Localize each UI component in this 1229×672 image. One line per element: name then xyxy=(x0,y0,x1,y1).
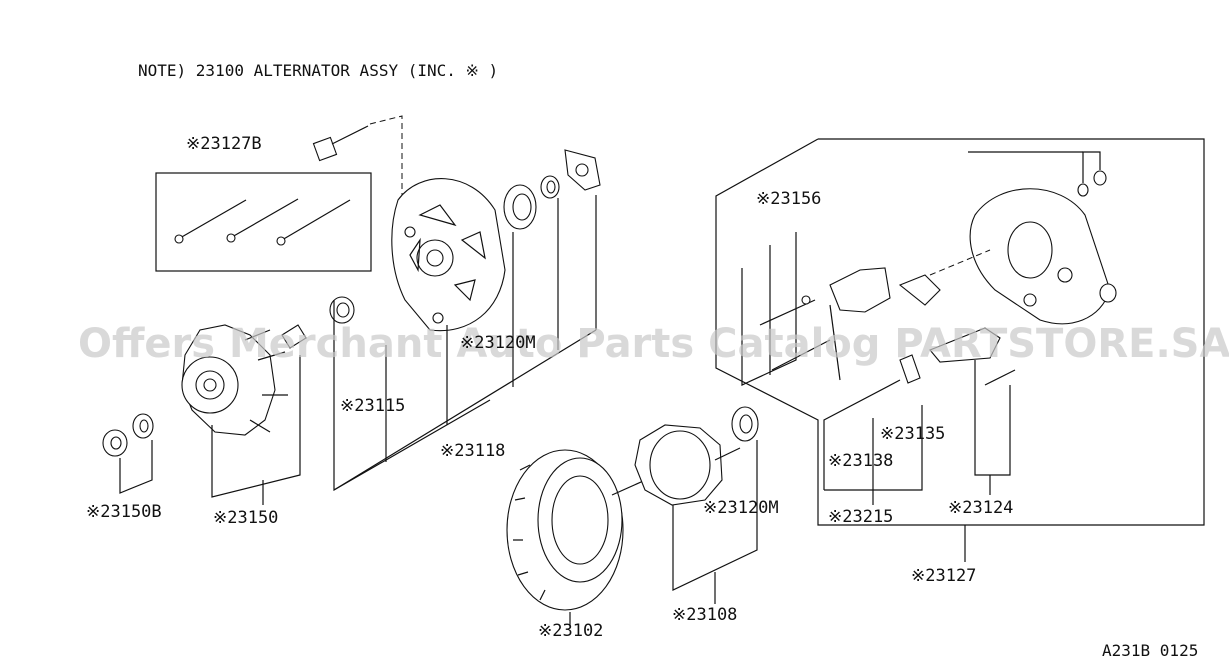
spacer-ring xyxy=(540,175,560,199)
leader-23215b xyxy=(824,405,923,491)
leader-23150 xyxy=(211,355,301,498)
front-housing xyxy=(391,178,506,332)
brush-holder xyxy=(759,267,941,381)
leader-23118 xyxy=(333,195,597,492)
assembly-note: NOTE) 23100 ALTERNATOR ASSY (INC. ※ ) xyxy=(138,61,498,80)
brush-spring xyxy=(899,354,921,384)
label-23120m-top[interactable]: ※23120M xyxy=(460,333,536,353)
rotor xyxy=(611,424,741,506)
label-23156[interactable]: ※23156 xyxy=(756,189,821,209)
label-23102[interactable]: ※23102 xyxy=(538,621,603,641)
label-23135[interactable]: ※23135 xyxy=(880,424,945,444)
rear-dash-lead xyxy=(929,249,991,276)
top-bolt xyxy=(312,115,403,195)
rear-cap xyxy=(1099,283,1117,303)
through-bolts xyxy=(174,198,351,246)
stator xyxy=(506,449,624,611)
pulley-fan xyxy=(181,324,288,436)
collar xyxy=(329,296,355,324)
label-23127[interactable]: ※23127 xyxy=(911,566,976,586)
label-23108[interactable]: ※23108 xyxy=(672,605,737,625)
rear-bearing xyxy=(731,406,759,442)
leader-23150b xyxy=(119,440,153,494)
pulley-sleeve xyxy=(281,324,307,349)
label-23127b[interactable]: ※23127B xyxy=(186,134,262,154)
front-bearing xyxy=(503,184,537,230)
rear-housing xyxy=(969,188,1111,325)
pulley-washer xyxy=(132,413,154,439)
rear-nuts xyxy=(968,151,1107,197)
rear-assembly-box xyxy=(715,138,1205,526)
leader-23124 xyxy=(974,360,1011,476)
leader-23215a xyxy=(823,379,901,490)
rectifier xyxy=(929,327,1016,386)
label-23138[interactable]: ※23138 xyxy=(828,451,893,471)
label-23120m[interactable]: ※23120M xyxy=(703,498,779,518)
figure-code: A231B 0125 xyxy=(1102,641,1198,660)
watermark: Offers Merchant Auto Parts Catalog PARTS… xyxy=(78,321,1229,367)
label-23124[interactable]: ※23124 xyxy=(948,498,1013,518)
leader-23108 xyxy=(672,440,758,591)
retainer-plate xyxy=(564,149,601,191)
label-23150[interactable]: ※23150 xyxy=(213,508,278,528)
leader-23156 xyxy=(741,232,797,386)
label-23115[interactable]: ※23115 xyxy=(340,396,405,416)
label-23215[interactable]: ※23215 xyxy=(828,507,893,527)
label-23118[interactable]: ※23118 xyxy=(440,441,505,461)
label-23150b[interactable]: ※23150B xyxy=(86,502,162,522)
bolt-kit-box xyxy=(155,172,372,272)
pulley-nut xyxy=(102,429,128,457)
